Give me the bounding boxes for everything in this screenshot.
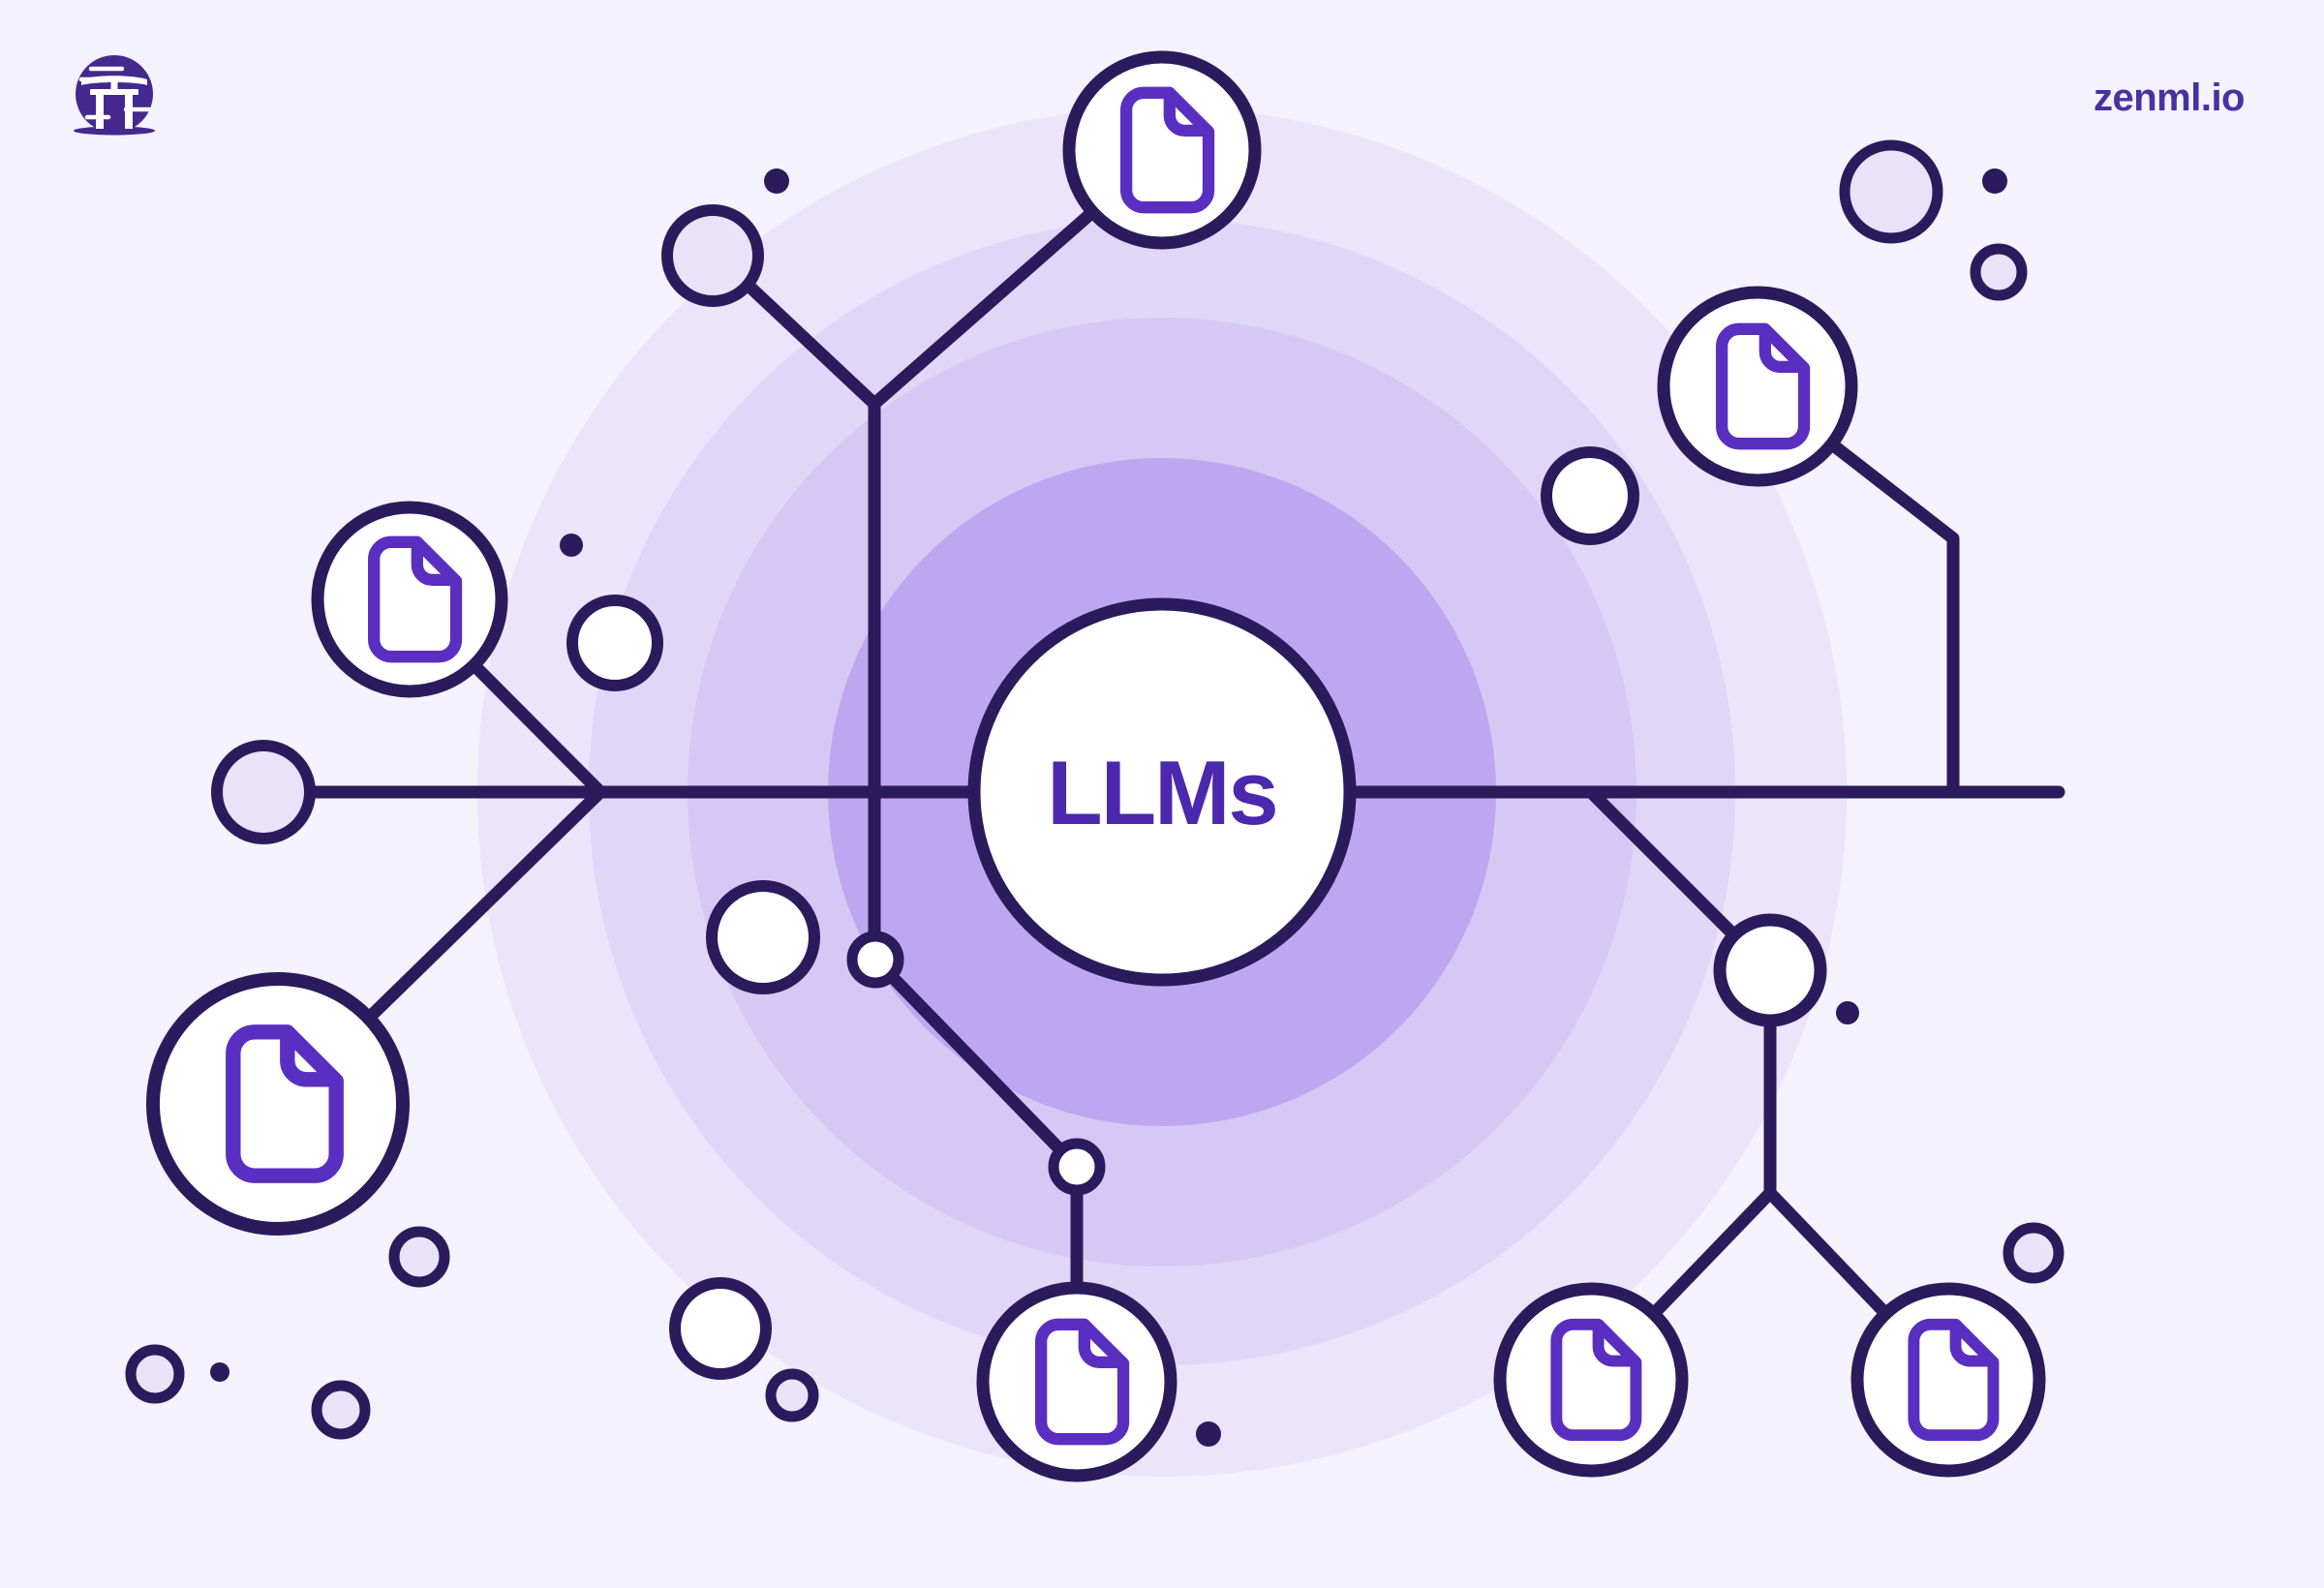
decor-circle — [1839, 139, 1943, 244]
document-node-circle — [1062, 50, 1262, 250]
decor-circle — [1541, 446, 1639, 545]
llms-hub-circle — [967, 597, 1357, 987]
branch-node-circle — [1713, 913, 1827, 1027]
document-node-circle — [311, 501, 508, 698]
llms-hub-node: LLMs — [967, 597, 1357, 987]
decor-dot — [1836, 1001, 1859, 1024]
decor-dot — [1982, 168, 2007, 194]
decor-ring — [765, 1368, 819, 1422]
decor-ring — [2003, 1222, 2064, 1284]
decor-circle — [706, 880, 820, 994]
document-node — [1657, 286, 1858, 487]
document-node-circle — [146, 972, 410, 1236]
decor-dot — [1196, 1421, 1221, 1447]
document-node — [311, 501, 508, 698]
document-node-circle — [1657, 286, 1858, 487]
document-node-circle — [976, 1281, 1177, 1482]
decor-dot — [764, 168, 789, 194]
decor-dots — [210, 168, 2007, 1447]
document-node — [1062, 50, 1262, 250]
decor-circle — [211, 740, 316, 844]
document-nodes — [146, 50, 2046, 1482]
decor-circle — [566, 595, 663, 691]
document-node — [1493, 1282, 1689, 1478]
torii-gate-icon — [74, 55, 155, 136]
document-node-circle — [1850, 1282, 2046, 1478]
junction-ring — [846, 931, 904, 989]
junction-ring — [1048, 1138, 1106, 1196]
zenml-logo — [74, 55, 155, 136]
decor-circle — [669, 1277, 772, 1380]
decor-ring — [1970, 243, 2028, 301]
site-label: zenml.io — [2094, 76, 2245, 119]
decor-circles — [125, 139, 2064, 1440]
document-node — [1850, 1282, 2046, 1478]
llms-label: LLMs — [1047, 742, 1276, 843]
document-node — [146, 972, 410, 1236]
decor-ring — [388, 1226, 450, 1288]
decor-circle — [661, 204, 764, 307]
document-node-circle — [1493, 1282, 1689, 1478]
decor-ring — [311, 1380, 371, 1440]
decor-dot — [560, 534, 583, 557]
decor-ring — [125, 1344, 185, 1404]
connector-line — [870, 954, 1084, 1174]
decor-dot — [210, 1362, 229, 1382]
document-node — [976, 1281, 1177, 1482]
